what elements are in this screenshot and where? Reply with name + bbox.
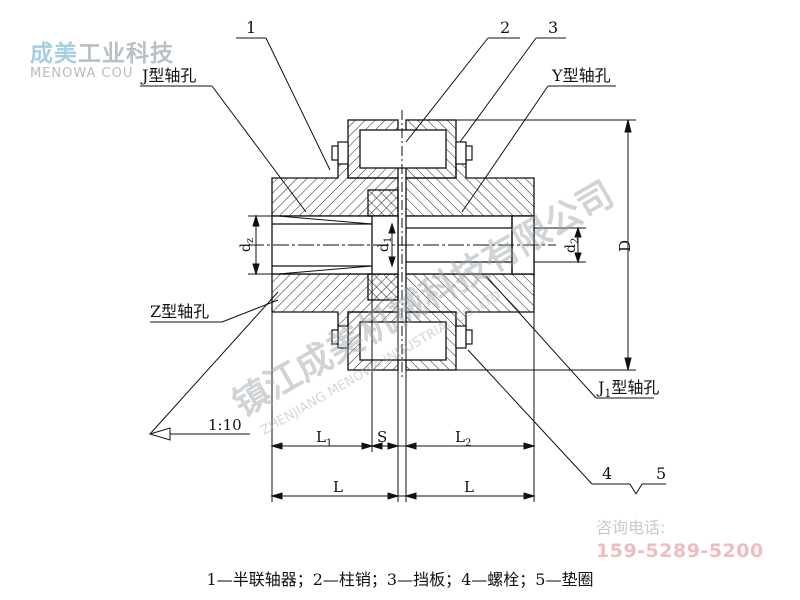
svg-text:d1: d1	[376, 237, 394, 252]
dim-d2-main: d	[563, 244, 579, 253]
dim-L-left: L	[333, 478, 343, 496]
y-bore-label: Y型轴孔	[551, 66, 611, 85]
z-bore-label: Z型轴孔	[150, 302, 209, 321]
dim-dz-sub: z	[245, 238, 256, 243]
taper-ratio-label: 1:10	[208, 416, 242, 434]
part-2-number: 2	[500, 18, 510, 37]
dimension-dz	[248, 214, 272, 276]
svg-text:J1型轴孔: J1型轴孔	[596, 378, 659, 400]
dim-D-label: D	[616, 240, 634, 252]
taper-leader	[148, 291, 279, 441]
dim-L2-main: L	[455, 428, 465, 446]
parts-caption: 1—半联轴器；2—柱销；3—挡板；4—螺栓；5—垫圈	[206, 570, 594, 589]
j1-bore-suffix: 型轴孔	[611, 378, 659, 397]
dim-L2-sub: 2	[465, 438, 471, 449]
svg-text:d2: d2	[563, 238, 581, 253]
watermark-logo: 成美工业科技	[30, 34, 174, 68]
part-1-number: 1	[246, 18, 256, 37]
j1-bore-prefix: J	[596, 378, 604, 397]
dim-S-label: S	[377, 428, 387, 446]
contact-label: 咨询电话:	[596, 518, 666, 537]
j-bore-label: J型轴孔	[140, 66, 196, 85]
horizontal-dimensions	[270, 274, 536, 502]
watermark-logo-sub: MENOWA COU	[30, 66, 134, 81]
svg-text:L2: L2	[455, 428, 471, 449]
bolts	[331, 141, 473, 349]
dim-L1-main: L	[316, 428, 326, 446]
dim-d2-sub: 2	[570, 238, 581, 244]
dim-L-right: L	[464, 478, 474, 496]
part-3-number: 3	[548, 18, 558, 37]
right-half-coupling	[405, 157, 535, 333]
watermark-logo-part2: 工业科技	[78, 41, 174, 67]
dimension-d1	[388, 222, 396, 268]
contact-phone: 159-5289-5200	[596, 540, 764, 562]
dimension-d2	[534, 226, 586, 264]
svg-text:L1: L1	[316, 428, 332, 449]
j1-bore-sub: 1	[604, 387, 611, 400]
dim-d1-main: d	[376, 243, 392, 252]
dim-d1-sub: 1	[383, 237, 394, 243]
dim-dz-main: d	[238, 243, 254, 252]
watermark-logo-part1: 成美	[30, 41, 78, 67]
svg-text:dz: dz	[238, 238, 256, 252]
part-4-number: 4	[602, 464, 612, 483]
leader-lines	[140, 37, 666, 495]
part-5-number: 5	[656, 464, 666, 483]
dim-L1-sub: 1	[326, 438, 332, 449]
